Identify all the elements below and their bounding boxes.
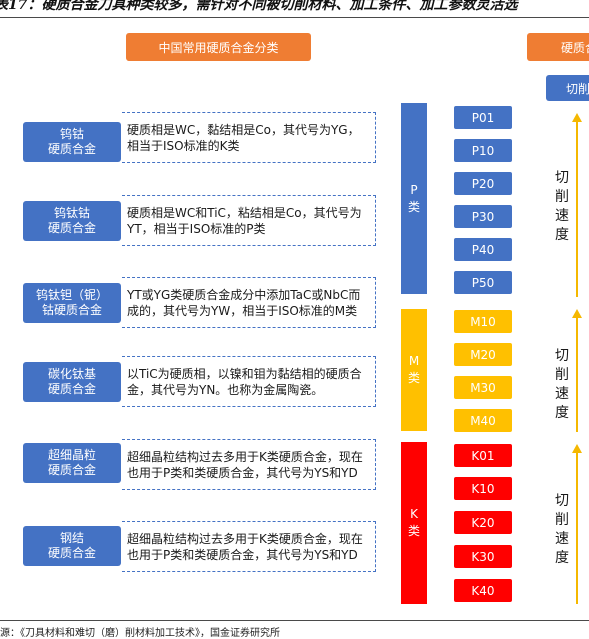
grade-box-k01: K01 xyxy=(454,444,512,467)
category-name-line: 钨钴 xyxy=(59,127,84,141)
speed-char: 度 xyxy=(555,405,569,421)
category-desc-line: 超细晶粒结构过去多用于K类硬质合金，现在 xyxy=(127,531,363,546)
category-name-line: 钨钛钴 xyxy=(53,206,90,220)
arrow-shaft xyxy=(576,317,578,432)
category-name-line: 碳化钛基 xyxy=(47,367,96,381)
grade-box-k20: K20 xyxy=(454,511,512,534)
category-name-line: 硬质合金 xyxy=(47,221,96,235)
category-desc-line: YT或YG类硬质合金成分中添加TaC或NbC而 xyxy=(127,287,361,302)
grade-box-m20: M20 xyxy=(454,343,512,366)
iso-group-bar-m: M 类 xyxy=(401,309,427,431)
category-desc-4: 超细晶粒结构过去多用于K类硬质合金，现在 也用于P类和类硬质合金，其代号为YS和… xyxy=(122,439,376,490)
arrow-shaft xyxy=(576,121,578,297)
category-name-1: 钨钛钴 硬质合金 xyxy=(23,201,121,241)
top-rule xyxy=(0,17,589,18)
speed-char: 切 xyxy=(555,493,569,509)
grade-box-p40: P40 xyxy=(454,238,512,261)
category-desc-line: 也用于P类和类硬质合金，其代号为YS和YD xyxy=(127,465,358,480)
category-desc-1: 硬质相是WC和TiC，粘结相是Co，其代号为 YT，相当于ISO标准的P类 xyxy=(122,195,376,246)
category-name-line: 硬质合金 xyxy=(47,382,96,396)
iso-group-letter: K xyxy=(410,507,418,521)
grade-box-p30: P30 xyxy=(454,205,512,228)
bottom-rule xyxy=(0,620,589,621)
category-desc-0: 硬质相是WC，黏结相是Co，其代号为YG， 相当于ISO标准的K类 xyxy=(122,112,376,163)
header-right: 硬质合 xyxy=(527,33,589,61)
speed-char: 切 xyxy=(555,348,569,364)
grade-box-p01: P01 xyxy=(454,106,512,129)
category-name-4: 超细晶粒 硬质合金 xyxy=(23,443,121,483)
iso-group-label: 类 xyxy=(407,199,420,214)
grade-box-p20: P20 xyxy=(454,172,512,195)
iso-group-letter: P xyxy=(410,182,418,197)
category-name-line: 钴硬质合金 xyxy=(41,303,102,317)
category-name-line: 超细晶粒 xyxy=(47,448,96,462)
speed-char: 速 xyxy=(555,531,569,547)
speed-char: 削 xyxy=(555,367,569,383)
category-desc-line: YT，相当于ISO标准的P类 xyxy=(127,221,266,236)
arrow-shaft xyxy=(576,452,578,604)
speed-char: 度 xyxy=(555,227,569,243)
grade-box-m10: M10 xyxy=(454,310,512,333)
category-desc-3: 以TiC为硬质相，以镍和钼为黏结相的硬质合 金，其代号为YN。也称为金属陶瓷。 xyxy=(122,356,376,407)
speed-label-m: 切 削 速 度 xyxy=(553,347,571,423)
arrow-up-icon xyxy=(572,309,582,318)
grade-box-m30: M30 xyxy=(454,376,512,399)
grade-box-p50: P50 xyxy=(454,271,512,294)
iso-group-letter: M xyxy=(408,354,420,368)
speed-label-k: 切 削 速 度 xyxy=(553,492,571,568)
category-name-line: 硬质合金 xyxy=(47,463,96,477)
arrow-up-icon xyxy=(572,444,582,453)
category-desc-line: 硬质相是WC和TiC，粘结相是Co，其代号为 xyxy=(127,205,362,220)
speed-char: 削 xyxy=(555,512,569,528)
iso-group-label: 类 xyxy=(407,371,420,385)
grade-box-k30: K30 xyxy=(454,545,512,568)
category-desc-line: 相当于ISO标准的K类 xyxy=(127,138,240,153)
category-name-5: 钢结 硬质合金 xyxy=(23,526,121,566)
category-desc-line: 金，其代号为YN。也称为金属陶瓷。 xyxy=(127,382,324,397)
iso-group-bar-p: P 类 xyxy=(401,103,427,294)
grade-box-p10: P10 xyxy=(454,139,512,162)
table-title: 表17：硬质合金刀具种类较多，需针对不同被切削材料、加工条件、加工参数灵活选 xyxy=(0,0,518,13)
speed-char: 度 xyxy=(555,550,569,566)
speed-char: 速 xyxy=(555,386,569,402)
category-desc-line: 成的，其代号为YW，相当于ISO标准的M类 xyxy=(127,303,358,318)
category-name-line: 钨钛钽（铌） xyxy=(35,288,108,302)
grade-box-k10: K10 xyxy=(454,477,512,500)
speed-char: 削 xyxy=(555,189,569,205)
iso-group-label: 类 xyxy=(407,524,420,538)
speed-char: 速 xyxy=(555,208,569,224)
category-desc-line: 硬质相是WC，黏结相是Co，其代号为YG， xyxy=(127,122,360,137)
header-left: 中国常用硬质合金分类 xyxy=(126,33,311,61)
category-name-2: 钨钛钽（铌） 钴硬质合金 xyxy=(23,283,121,323)
category-name-line: 硬质合金 xyxy=(47,546,96,560)
category-desc-2: YT或YG类硬质合金成分中添加TaC或NbC而 成的，其代号为YW，相当于ISO… xyxy=(122,277,376,328)
speed-label-p: 切 削 速 度 xyxy=(553,169,571,245)
grade-box-m40: M40 xyxy=(454,409,512,432)
arrow-up-icon xyxy=(572,113,582,122)
category-desc-line: 超细晶粒结构过去多用于K类硬质合金，现在 xyxy=(127,449,363,464)
category-name-3: 碳化钛基 硬质合金 xyxy=(23,362,121,402)
grade-box-k40: K40 xyxy=(454,579,512,602)
category-desc-line: 也用于P类和类硬质合金，其代号为YS和YD xyxy=(127,547,358,562)
speed-char: 切 xyxy=(555,170,569,186)
category-name-line: 钢结 xyxy=(59,531,84,545)
header-right-sub: 切削 xyxy=(546,75,589,101)
iso-group-bar-k: K 类 xyxy=(401,442,427,604)
source-note: 来源：《刀具材料和难切（磨）削材料加工技术》，国金证券研究所 xyxy=(0,628,280,639)
category-name-line: 硬质合金 xyxy=(47,142,96,156)
category-desc-line: 以TiC为硬质相，以镍和钼为黏结相的硬质合 xyxy=(127,366,362,381)
category-desc-5: 超细晶粒结构过去多用于K类硬质合金，现在 也用于P类和类硬质合金，其代号为YS和… xyxy=(122,521,376,572)
category-name-0: 钨钴 硬质合金 xyxy=(23,122,121,162)
